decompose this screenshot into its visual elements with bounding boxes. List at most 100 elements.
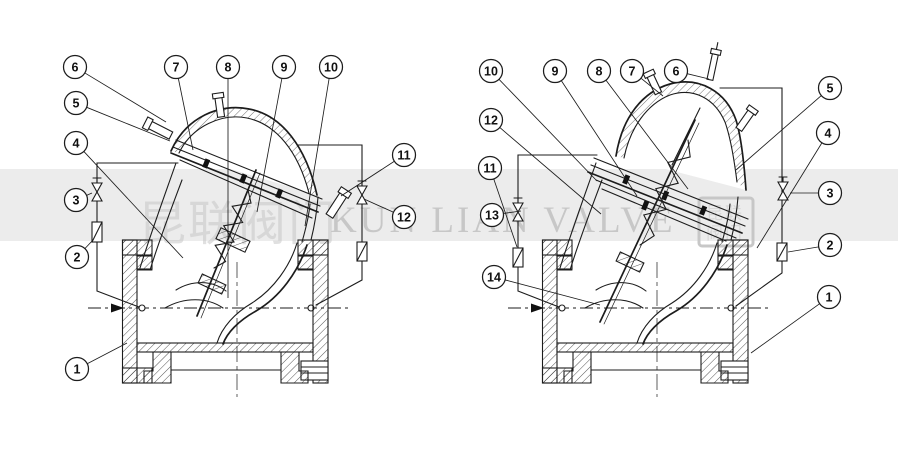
callout-number: 5 bbox=[827, 81, 834, 95]
callout-right-7: 7 bbox=[619, 58, 664, 97]
callout-number: 3 bbox=[827, 186, 834, 200]
callout-leader-line bbox=[687, 73, 710, 80]
callout-number: 7 bbox=[629, 64, 636, 78]
callout-number: 3 bbox=[73, 193, 80, 207]
callout-right-8: 8 bbox=[586, 58, 689, 190]
callout-balloon bbox=[479, 202, 505, 228]
callout-number: 1 bbox=[74, 362, 81, 376]
callout-right-9: 9 bbox=[542, 58, 638, 197]
callout-leader-line bbox=[177, 78, 194, 151]
callout-balloon bbox=[481, 264, 507, 290]
callout-leader-line bbox=[86, 106, 171, 142]
callout-number: 4 bbox=[825, 126, 832, 140]
callout-leader-line bbox=[363, 198, 394, 213]
callout-balloon bbox=[62, 54, 88, 80]
callout-leader-line bbox=[86, 192, 93, 196]
callout-left-9: 9 bbox=[256, 54, 297, 213]
callout-number: 6 bbox=[673, 64, 680, 78]
left-valve-drawing bbox=[87, 91, 368, 398]
callout-number: 8 bbox=[596, 64, 603, 78]
callout-leader-line bbox=[304, 78, 330, 227]
callout-left-2: 2 bbox=[64, 239, 94, 270]
callout-leader-line bbox=[750, 303, 820, 354]
callout-number: 11 bbox=[483, 161, 496, 175]
callout-balloon bbox=[478, 58, 504, 84]
callout-leader-line bbox=[756, 142, 823, 249]
callout-balloon bbox=[815, 120, 841, 146]
callout-leader-line bbox=[505, 279, 601, 306]
callout-leader-line bbox=[640, 77, 664, 97]
callout-leader-line bbox=[83, 151, 184, 259]
right-valve-pilot-piping bbox=[512, 87, 789, 308]
callout-number: 9 bbox=[281, 60, 288, 74]
callout-left-12: 12 bbox=[363, 198, 417, 230]
callout-number: 6 bbox=[72, 60, 79, 74]
callout-left-6: 6 bbox=[62, 54, 167, 123]
callout-balloon bbox=[619, 58, 645, 84]
cover-stud bbox=[141, 116, 174, 140]
callout-number: 11 bbox=[397, 148, 410, 162]
left-valve-actuator bbox=[141, 91, 353, 319]
callout-leader-line bbox=[84, 239, 94, 249]
callout-number: 5 bbox=[73, 96, 80, 110]
callout-leader-line bbox=[605, 79, 689, 190]
callout-right-4: 4 bbox=[756, 120, 841, 249]
callout-balloon bbox=[817, 180, 843, 206]
callout-balloon bbox=[64, 356, 90, 382]
left-valve-pilot-piping bbox=[91, 144, 368, 308]
cover-stud bbox=[735, 104, 760, 133]
callout-right-1: 1 bbox=[750, 284, 842, 354]
callout-balloon bbox=[817, 232, 843, 258]
callout-right-5: 5 bbox=[735, 75, 843, 171]
callout-number: 8 bbox=[225, 60, 232, 74]
callout-number: 2 bbox=[827, 238, 834, 252]
callout-number: 12 bbox=[397, 210, 411, 224]
callout-leader-line bbox=[256, 78, 283, 213]
callout-number: 4 bbox=[73, 136, 80, 150]
callout-balloon bbox=[391, 142, 417, 168]
callout-leader-line bbox=[560, 80, 638, 197]
watermark: 昆联阀门 KUN LIAN VALVE 昆联 阀门 bbox=[0, 169, 898, 251]
callout-leader-line bbox=[84, 72, 167, 123]
callout-left-8: 8 bbox=[215, 54, 241, 298]
cover-stud bbox=[642, 68, 663, 96]
svg-text:昆联: 昆联 bbox=[706, 204, 744, 223]
callout-number: 7 bbox=[173, 60, 180, 74]
callout-number: 13 bbox=[485, 208, 499, 222]
callout-left-10: 10 bbox=[304, 54, 344, 227]
right-valve-drawing bbox=[507, 42, 789, 398]
callout-leader-line bbox=[503, 210, 522, 214]
callout-balloon bbox=[816, 284, 842, 310]
callout-number: 10 bbox=[324, 60, 338, 74]
callout-right-10: 10 bbox=[478, 58, 598, 182]
callout-number: 10 bbox=[484, 64, 498, 78]
callout-balloon bbox=[477, 155, 503, 181]
callout-right-6: 6 bbox=[663, 58, 710, 84]
callout-balloon bbox=[391, 204, 417, 230]
callout-balloon bbox=[63, 130, 89, 156]
callout-balloon bbox=[215, 54, 241, 80]
spring bbox=[213, 189, 252, 269]
callout-right-2: 2 bbox=[787, 232, 843, 258]
callout-leader-line bbox=[340, 160, 395, 197]
callout-balloon bbox=[663, 58, 689, 84]
callout-balloon bbox=[64, 244, 90, 270]
callout-balloon bbox=[63, 187, 89, 213]
callout-number: 2 bbox=[74, 250, 81, 264]
callout-left-11: 11 bbox=[340, 142, 417, 197]
callout-number: 14 bbox=[487, 270, 501, 284]
callout-number: 9 bbox=[552, 64, 559, 78]
spring bbox=[639, 139, 691, 246]
right-valve-actuator bbox=[587, 42, 760, 325]
callout-leader-line bbox=[87, 342, 128, 365]
callout-number: 12 bbox=[484, 113, 498, 127]
callout-number: 1 bbox=[826, 290, 833, 304]
callout-balloon bbox=[586, 58, 612, 84]
cover-stud bbox=[706, 42, 722, 82]
callout-leader-line bbox=[499, 127, 602, 215]
callout-balloon bbox=[478, 107, 504, 133]
callout-balloon bbox=[271, 54, 297, 80]
